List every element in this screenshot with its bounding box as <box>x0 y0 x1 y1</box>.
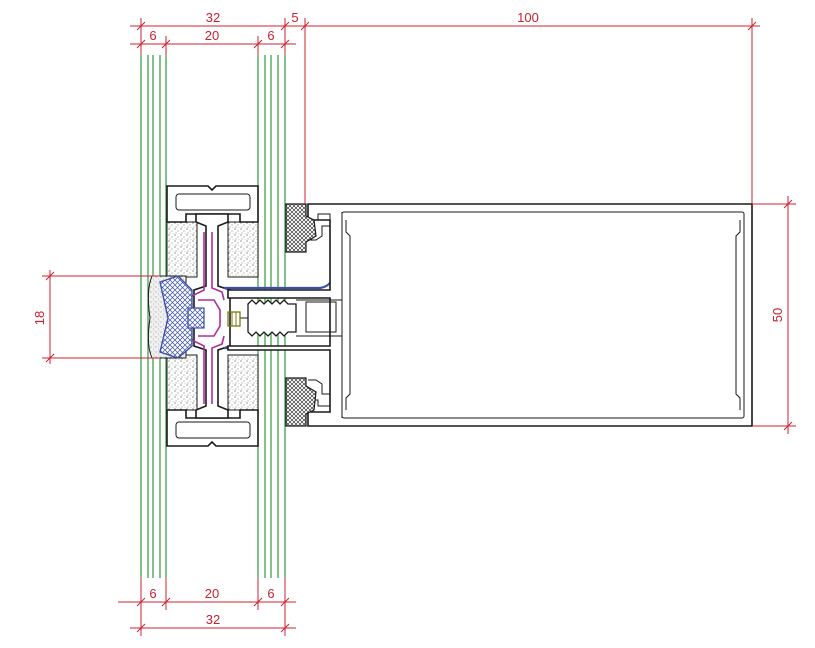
edge-seal-upper-left <box>166 221 198 278</box>
dim-top-mullion-depth: 100 <box>517 10 539 25</box>
dimension-lines <box>42 18 796 636</box>
edge-seal-lower-left <box>166 354 198 411</box>
edge-seal-lower-right <box>227 354 259 411</box>
mullion-profile <box>227 203 753 427</box>
edge-seal-upper-right <box>227 221 259 278</box>
dim-bottom-cavity: 20 <box>205 586 219 601</box>
central-clamp-profile <box>193 213 231 419</box>
dim-bottom-overall: 32 <box>206 612 220 627</box>
spacer-bar-bottom <box>166 409 259 447</box>
dim-bottom-pane-left: 6 <box>149 586 156 601</box>
dim-top-pane-left: 6 <box>149 28 156 43</box>
glazing-clip-upper <box>285 203 317 253</box>
dim-top-gap: 5 <box>291 10 298 25</box>
glazing-clip-lower <box>285 377 317 427</box>
dim-top-overall: 32 <box>206 10 220 25</box>
spacer-bar-top <box>166 185 259 223</box>
dim-top-cavity: 20 <box>205 28 219 43</box>
dim-left-joint: 18 <box>32 311 47 325</box>
dim-bottom-pane-right: 6 <box>267 586 274 601</box>
fixing-screw <box>227 299 297 337</box>
dim-right-mullion-width: 50 <box>770 308 785 322</box>
dim-top-pane-right: 6 <box>267 28 274 43</box>
